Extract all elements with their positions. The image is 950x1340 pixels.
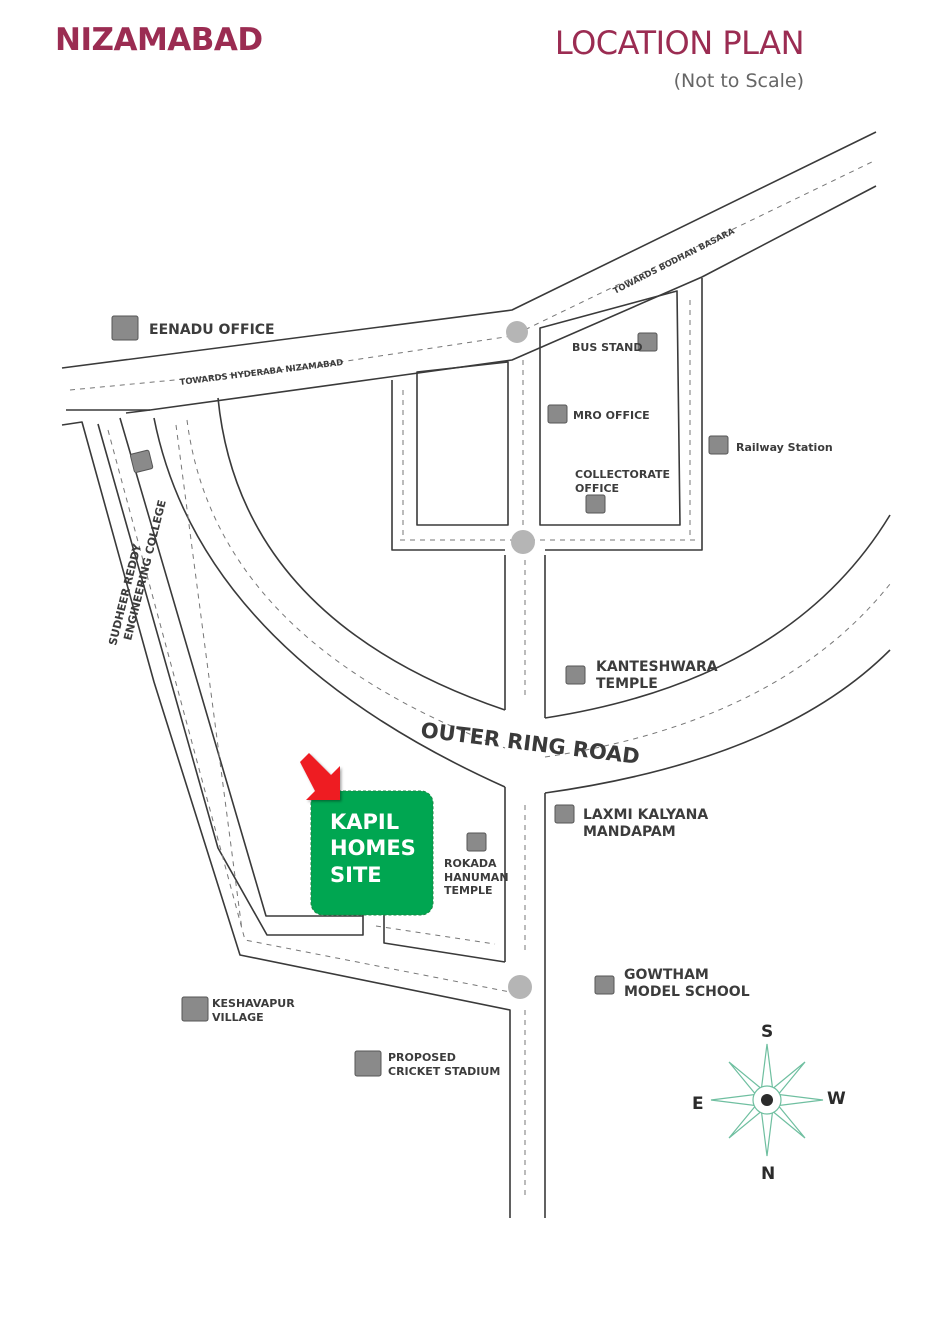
marker-stadium [354,1050,382,1077]
label-collectorate-1: COLLECTORATE [575,468,670,481]
compass-top: S [761,1022,773,1042]
label-stadium-2: CRICKET STADIUM [388,1065,500,1078]
site-pointer-arrow-icon [300,753,340,800]
page-subtitle: (Not to Scale) [673,70,804,92]
label-keshavapur-1: KESHAVAPUR [212,997,295,1010]
label-bus-stand: BUS STAND [572,341,643,354]
compass-left: E [692,1094,704,1114]
label-kanteshwara-2: TEMPLE [596,676,658,692]
label-keshavapur-2: VILLAGE [212,1011,264,1024]
block-left [416,361,509,526]
block-far-right [545,278,703,551]
road-network [61,131,891,1218]
road-centre-dashes [69,159,891,1200]
roundabout-bottom [508,975,532,999]
marker-college [130,449,154,473]
marker-eenadu [111,315,139,341]
marker-laxmi [554,804,575,824]
roundabouts [506,321,535,999]
label-eenadu: EENADU OFFICE [149,322,275,338]
highway-top-edge-upper [61,131,877,369]
site-label-3: SITE [330,863,382,887]
label-laxmi-1: LAXMI KALYANA [583,807,708,823]
label-mro: MRO OFFICE [573,409,650,422]
marker-bus-stand [637,332,658,352]
label-gowtham-1: GOWTHAM [624,967,709,983]
road-label-hyderabad: TOWARDS HYDERABA NIZAMABAD [179,358,344,388]
label-railway: Railway Station [736,441,833,454]
ring-outer-curve-right [544,514,891,719]
lane-inner [119,417,363,917]
marker-keshavapur [181,996,209,1022]
label-stadium-1: PROPOSED [388,1051,456,1064]
block-right [539,290,681,526]
compass-rose-icon: S N E W [692,1022,846,1184]
page-title: LOCATION PLAN [554,24,805,62]
left-lower-road [383,915,506,963]
label-laxmi-2: MANDAPAM [583,824,676,840]
roundabout-middle [511,530,535,554]
road-label-bodhan: TOWARDS BODHAN BASARA [612,226,737,296]
site-label-2: HOMES [330,836,416,860]
label-collectorate-2: OFFICE [575,482,619,495]
left-road-inner-edge [125,409,151,414]
city-name: NIZAMABAD [55,22,263,58]
label-gowtham-2: MODEL SCHOOL [624,984,750,1000]
left-road-outer-edge [61,421,511,1218]
marker-gowtham [594,975,615,995]
ring-road-inner-curve [153,417,506,788]
label-rokada-1: ROKADA [444,857,497,870]
roundabout-top [506,321,528,343]
label-rokada-2: HANUMAN [444,871,509,884]
compass-bottom: N [761,1164,775,1184]
block-under-left [391,380,505,551]
marker-railway [708,435,729,455]
compass-right: W [827,1089,846,1109]
ring-inner-arc [217,397,506,711]
label-rokada-3: TEMPLE [444,884,493,897]
left-road-inner-side [97,423,364,936]
site-box [310,790,434,916]
marker-mro [547,404,568,424]
label-kanteshwara-1: KANTESHWARA [596,659,718,675]
landmark-markers [111,315,729,1077]
marker-kanteshwara [565,665,586,685]
marker-rokada [466,832,487,852]
site-label-1: KAPIL [330,810,399,834]
ring-outer-curve-right2 [544,649,891,794]
site-marker: KAPIL HOMES SITE [310,790,434,916]
marker-collectorate [585,494,606,514]
